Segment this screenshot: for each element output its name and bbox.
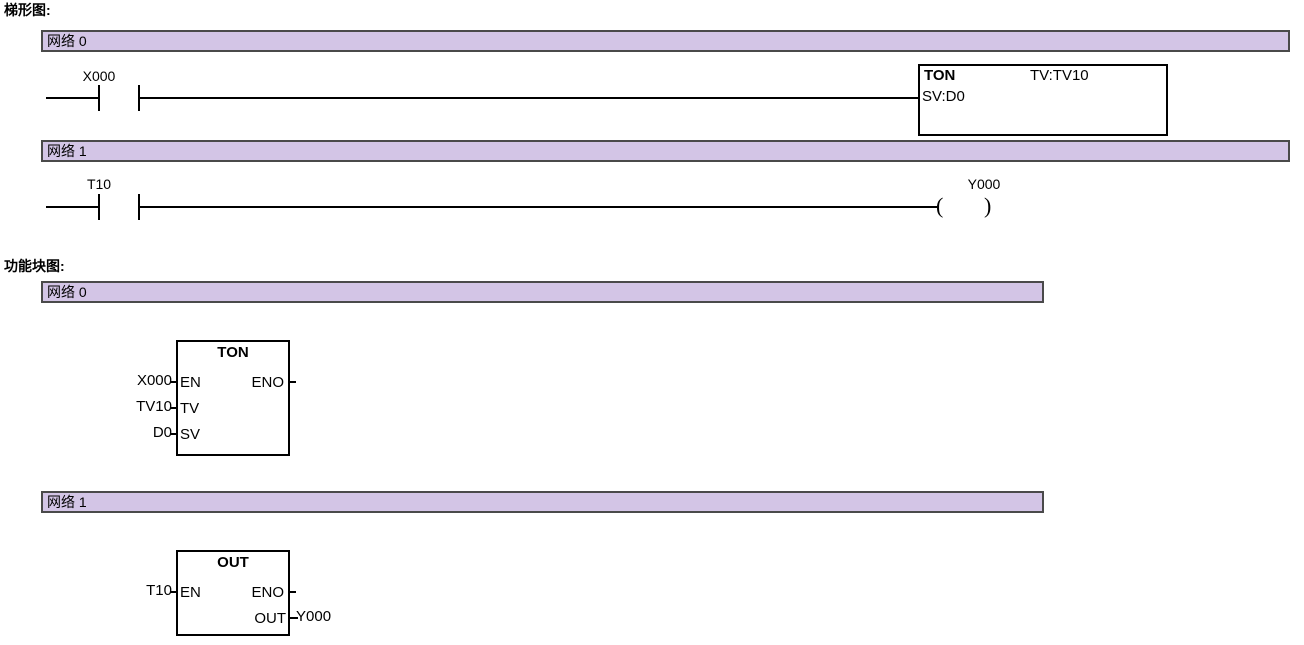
fbd-ton-title: TON <box>217 344 249 361</box>
fbd-ton-pin-en: EN <box>180 374 201 391</box>
ladder-network-1-label: 网络 1 <box>47 143 87 159</box>
fbd-ton-arg-en: X000 <box>136 372 172 389</box>
fbd-ton-arg-tv: TV10 <box>136 398 172 415</box>
fbd-network-0-header[interactable]: 网络 0 <box>41 281 1044 303</box>
fbd-section-title: 功能块图: <box>4 258 65 274</box>
fbd-ton-block[interactable]: TON EN TV SV ENO <box>176 340 290 456</box>
fbd-ton-stub-sv <box>170 433 178 435</box>
fbd-out-block[interactable]: OUT EN ENO OUT <box>176 550 290 636</box>
fbd-network-0-label: 网络 0 <box>47 284 87 300</box>
fbd-ton-pin-sv: SV <box>180 426 201 443</box>
fbd-out-pin-eno: ENO <box>251 584 284 601</box>
ladder-section-title: 梯形图: <box>4 2 51 18</box>
fbd-ton-pin-tv: TV <box>180 400 200 417</box>
ladder-network-1-rung-wire <box>138 206 938 208</box>
fbd-out-pin-en: EN <box>180 584 201 601</box>
fbd-ton-arg-sv: D0 <box>152 424 172 441</box>
fbd-out-arg-out: Y000 <box>296 608 332 625</box>
ladder-ton-tv-operand: TV:TV10 <box>1030 67 1089 84</box>
ladder-ton-sv-operand: SV:D0 <box>922 88 965 105</box>
ladder-network-0-contact-label: X000 <box>82 68 116 84</box>
ladder-coil-open-paren[interactable]: ( <box>936 193 944 218</box>
ladder-network-1-coil-label: Y000 <box>967 176 1001 192</box>
fbd-ton-stub-tv <box>170 407 178 409</box>
ladder-network-0-contact-bar-left[interactable] <box>98 85 100 111</box>
ladder-network-0-label: 网络 0 <box>47 33 87 49</box>
ladder-network-0-left-lead <box>46 97 98 99</box>
fbd-network-1-label: 网络 1 <box>47 494 87 510</box>
fbd-ton-stub-en <box>170 381 178 383</box>
ladder-network-0-ton-block[interactable]: TON TV:TV10 SV:D0 <box>918 64 1168 136</box>
fbd-out-title: OUT <box>217 554 249 571</box>
fbd-out-arg-en: T10 <box>146 582 172 599</box>
fbd-out-stub-out <box>288 617 298 619</box>
ladder-network-0-rung-wire <box>138 97 920 99</box>
ladder-network-1-contact-bar-left[interactable] <box>98 194 100 220</box>
ladder-coil-close-paren[interactable]: ) <box>984 193 992 218</box>
fbd-network-1-header[interactable]: 网络 1 <box>41 491 1044 513</box>
ladder-network-1-header[interactable]: 网络 1 <box>41 140 1290 162</box>
fbd-out-stub-eno <box>288 591 296 593</box>
ladder-ton-name: TON <box>924 67 956 84</box>
fbd-ton-pin-eno: ENO <box>251 374 284 391</box>
fbd-out-pin-out: OUT <box>254 610 286 627</box>
ladder-network-0-header[interactable]: 网络 0 <box>41 30 1290 52</box>
fbd-ton-stub-eno <box>288 381 296 383</box>
ladder-network-1-left-lead <box>46 206 98 208</box>
fbd-out-stub-en <box>170 591 178 593</box>
ladder-network-1-contact-label: T10 <box>86 176 112 192</box>
